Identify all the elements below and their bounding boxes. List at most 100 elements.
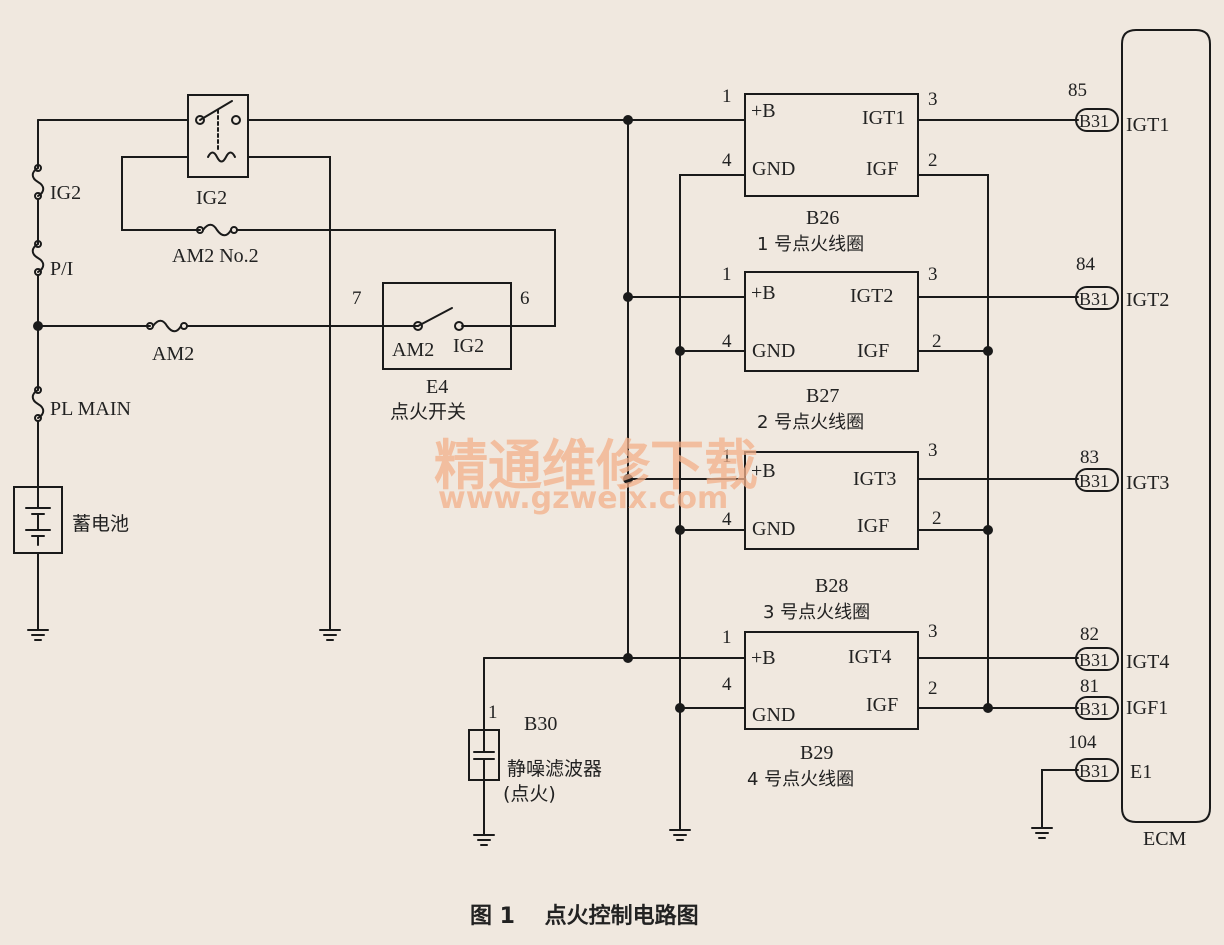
pin-number: 84 <box>1076 254 1096 275</box>
coil-pin-igf: 2 <box>928 678 938 699</box>
ecm-pin-igt4: 82 B31 IGT4 <box>1075 624 1169 673</box>
filter-sub: (点火) <box>503 783 556 805</box>
connector-code: B31 <box>1079 111 1109 131</box>
coil-pin-igf: 2 <box>932 331 942 352</box>
filter-name: 静噪滤波器 <box>507 758 602 780</box>
bus-lines <box>483 115 1079 841</box>
coil-pin-gnd: 4 <box>722 150 732 171</box>
coil-b27: 1 4 3 2 +B GND IGT2 IGF B27 2 号点火线圈 <box>722 264 942 433</box>
pin-label: IGT4 <box>1126 651 1169 673</box>
ecm-pin-igt3: 83 B31 IGT3 <box>1075 447 1169 494</box>
coil-name: 1 号点火线圈 <box>757 234 864 255</box>
coil-code: B29 <box>800 742 833 764</box>
ig2-fuse-label: IG2 <box>50 182 81 204</box>
coil-gnd-label: GND <box>752 518 795 540</box>
am2-fuse-label: AM2 <box>152 343 194 365</box>
pin-label: IGT2 <box>1126 289 1169 311</box>
connector-icon <box>1075 286 1119 310</box>
am2-no2-fuse-icon <box>202 223 232 237</box>
coil-pin-igt: 3 <box>928 89 938 110</box>
switch-name: 点火开关 <box>390 401 466 423</box>
connector-icon <box>1075 696 1119 720</box>
switch-pin-6: 6 <box>520 288 530 309</box>
coil-igt-label: IGT4 <box>848 646 891 668</box>
relay-coil-icon <box>207 151 236 163</box>
pi-fuse-label: P/I <box>50 258 73 280</box>
ground-icon <box>27 629 49 641</box>
ig2-relay-label: IG2 <box>196 187 227 209</box>
ground-icon <box>473 834 495 846</box>
coil-pin-b: 1 <box>722 627 732 648</box>
switch-code: E4 <box>426 376 448 398</box>
ground-icon <box>319 629 341 641</box>
coil-pin-igf: 2 <box>932 508 942 529</box>
connector-code: B31 <box>1079 699 1109 719</box>
coil-igt-label: IGT1 <box>862 107 905 129</box>
connector-code: B31 <box>1079 650 1109 670</box>
pi-fuse-icon <box>31 243 45 273</box>
coil-name: 2 号点火线圈 <box>757 412 864 433</box>
coil-pin-gnd: 4 <box>722 674 732 695</box>
switch-am2-label: AM2 <box>392 339 434 361</box>
pl-main-fuse-icon <box>31 389 45 419</box>
connector-icon <box>1075 647 1119 671</box>
coil-pin-igt: 3 <box>928 440 938 461</box>
connector-icon <box>1075 108 1119 132</box>
battery-label: 蓄电池 <box>72 513 129 535</box>
ground-icon <box>669 829 691 841</box>
coil-code: B27 <box>806 385 839 407</box>
coil-b28: 1 4 3 2 +B GND IGT3 IGF B28 3 号点火线圈 <box>722 440 942 623</box>
connector-icon <box>1075 758 1119 782</box>
connector-icon <box>1075 468 1119 492</box>
coil-igf-label: IGF <box>857 515 889 537</box>
ecm-box <box>1121 29 1211 823</box>
ecm-pin-igf1: 81 B31 IGF1 <box>1075 676 1168 720</box>
pin-number: 82 <box>1080 624 1099 645</box>
am2-fuse-icon <box>152 319 182 333</box>
pin-number: 85 <box>1068 80 1087 101</box>
coil-b26: 1 4 3 2 +B GND IGT1 IGF B26 1 号点火线圈 <box>722 86 938 255</box>
coil-b-label: +B <box>751 282 776 304</box>
watermark-cn: 精通维修下载 <box>434 434 758 497</box>
connector-code: B31 <box>1079 761 1109 781</box>
coil-pin-b: 1 <box>722 86 732 107</box>
coil-b29: 1 4 3 2 +B GND IGT4 IGF B29 4 号点火线圈 <box>722 621 938 790</box>
coil-igf-label: IGF <box>857 340 889 362</box>
coil-pin-igt: 3 <box>928 621 938 642</box>
coil-gnd-label: GND <box>752 340 795 362</box>
coil-pin-gnd: 4 <box>722 509 732 530</box>
ecm: ECM <box>1031 29 1211 850</box>
coil-igt-label: IGT2 <box>850 285 893 307</box>
noise-filter: 1 B30 静噪滤波器 (点火) <box>468 657 602 846</box>
coil-code: B28 <box>815 575 848 597</box>
pin-label: IGT3 <box>1126 472 1169 494</box>
filter-code: B30 <box>524 713 557 735</box>
pin-label: IGF1 <box>1126 697 1168 719</box>
coil-pin-b: 1 <box>722 446 732 467</box>
coil-igf-label: IGF <box>866 694 898 716</box>
pin-number: 104 <box>1068 732 1097 753</box>
connector-code: B31 <box>1079 289 1109 309</box>
coil-b-label: +B <box>751 100 776 122</box>
am2-no2-label: AM2 No.2 <box>172 245 259 267</box>
ecm-pin-igt2: 84 B31 IGT2 <box>1075 254 1169 311</box>
figure-caption: 图 1 点火控制电路图 <box>470 903 699 929</box>
supply-column: IG2 P/I PL MAIN 蓄电池 <box>13 119 131 641</box>
coil-pin-igt: 3 <box>928 264 938 285</box>
coil-b-label: +B <box>751 460 776 482</box>
ecm-pin-igt1: 85 B31 IGT1 <box>1068 80 1169 136</box>
coil-igf-label: IGF <box>866 158 898 180</box>
switch-pin-7: 7 <box>352 288 362 309</box>
battery-icon <box>25 499 51 546</box>
ecm-pin-list: 85 B31 IGT1 84 B31 IGT2 83 B31 IGT3 82 B… <box>1068 80 1169 783</box>
coil-igt-label: IGT3 <box>853 468 896 490</box>
relay-switch-icon <box>199 100 233 121</box>
ig2-relay: IG2 AM2 No.2 <box>37 94 629 641</box>
coil-code: B26 <box>806 207 839 229</box>
coil-pin-b: 1 <box>722 264 732 285</box>
pl-main-fuse-label: PL MAIN <box>50 398 131 420</box>
coil-gnd-label: GND <box>752 704 795 726</box>
switch-ig2-label: IG2 <box>453 335 484 357</box>
ignition-switch: AM2 7 6 AM2 IG2 E4 点火开关 <box>37 282 530 423</box>
